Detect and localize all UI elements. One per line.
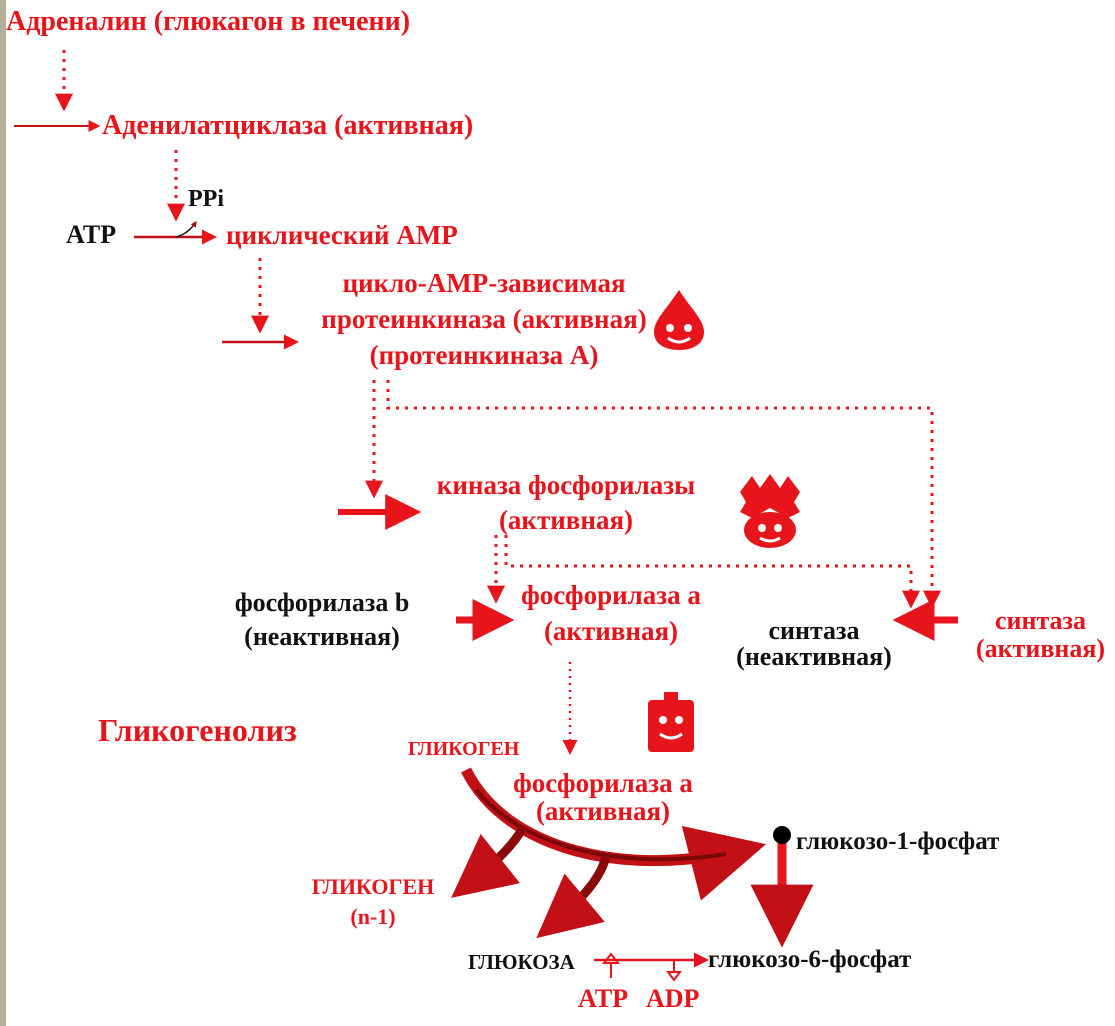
phosphorylase-a-reaction-line1: фосфорилаза а [513, 768, 693, 798]
ppi-branch-arrow [175, 221, 197, 238]
synthase-active-line1: синтаза [994, 606, 1087, 635]
adp-label: ADP [646, 984, 700, 1013]
atp-input-arrow [601, 952, 621, 978]
phosphorylase-kinase-line2: (активная) [498, 505, 634, 535]
arrows-layer [14, 50, 958, 982]
synthase-active-line2: (активная) [975, 634, 1106, 663]
synthase-inactive-line2: (неактивная) [736, 642, 892, 671]
glycogen-n1-line1: ГЛИКОГЕН [311, 874, 435, 899]
pka-label-line2: протеинкиназа (активная) [321, 304, 647, 334]
glucose-1-phosphate-label: глюкозо-1-фосфат [796, 828, 1000, 855]
dotted-pka-to-synthase [386, 380, 941, 609]
glucose-6-phosphate-label: глюкозо-6-фосфат [708, 946, 912, 973]
g1p-dot [773, 826, 791, 844]
atp-top-label: ATP [66, 220, 117, 249]
glycogen-dark-overlay [474, 788, 727, 862]
phosphorylase-kinase-line1: киназа фосфорилазы [436, 470, 696, 500]
crown-enzyme-icon [740, 474, 800, 548]
phosphorylase-a-line1: фосфорилаза а [521, 580, 701, 610]
synthase-inactive-line1: синтаза [768, 616, 860, 645]
drop-enzyme-icon [654, 290, 704, 350]
pathway-diagram: Адреналин (глюкагон в печени) Аденилатци… [6, 0, 1115, 1026]
phosphorylase-b-line1: фосфорилаза b [234, 588, 410, 617]
phosphorylase-a-line2: (активная) [543, 616, 679, 646]
glucose-label: ГЛЮКОЗА [468, 950, 575, 974]
pka-label-line3: (протеинкиназа А) [369, 340, 599, 370]
adenylate-cyclase-label: Аденилатциклаза (активная) [102, 110, 474, 141]
phosphorylase-b-line2: (неактивная) [244, 622, 400, 651]
camp-label: циклический АМР [226, 220, 458, 250]
glycogenolysis-title: Гликогенолиз [98, 712, 297, 748]
branch-to-glycogen-n1 [451, 823, 528, 898]
adrenaline-label: Адреналин (глюкагон в печени) [6, 6, 411, 37]
ppi-label: PPi [188, 186, 224, 212]
phosphorylase-a-reaction-line2: (активная) [535, 796, 671, 826]
branch-to-glucose [536, 854, 611, 939]
glycogen-n1-line2: (n-1) [350, 904, 396, 929]
glycogen-label: ГЛИКОГЕН [408, 738, 520, 760]
adp-output-arrow [666, 960, 682, 982]
square-enzyme-icon [648, 692, 694, 752]
atp-bottom-label: ATP [578, 984, 629, 1013]
pka-label-line1: цикло-АМР-зависимая [342, 268, 626, 298]
